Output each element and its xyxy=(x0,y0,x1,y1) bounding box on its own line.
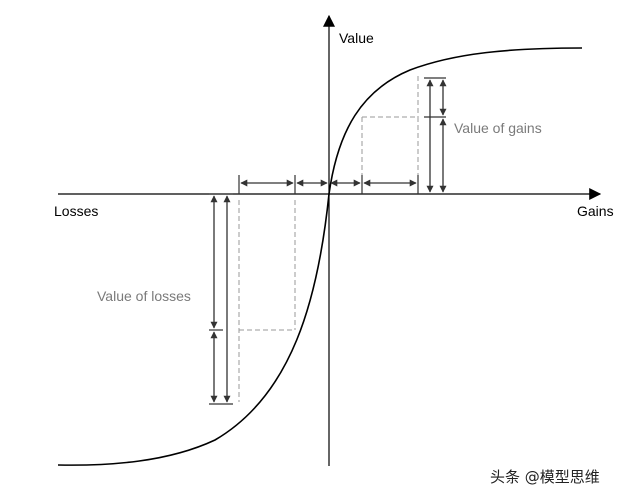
x-axis-left-label: Losses xyxy=(54,203,99,219)
y-axis-label: Value xyxy=(339,30,374,46)
gains-dashed-guides xyxy=(361,76,419,188)
value-curve-losses xyxy=(57,193,330,466)
losses-dashed-guides xyxy=(238,200,296,402)
gains-annotation: Value of gains xyxy=(454,120,542,136)
watermark: 头条 @模型思维 xyxy=(490,468,600,486)
losses-vertical-arrows xyxy=(210,195,231,403)
value-curve xyxy=(328,47,583,195)
losses-annotation: Value of losses xyxy=(97,288,191,304)
x-axis-ticks xyxy=(209,77,446,405)
x-axis-right-label: Gains xyxy=(577,203,614,219)
gains-vertical-arrows xyxy=(426,79,447,193)
